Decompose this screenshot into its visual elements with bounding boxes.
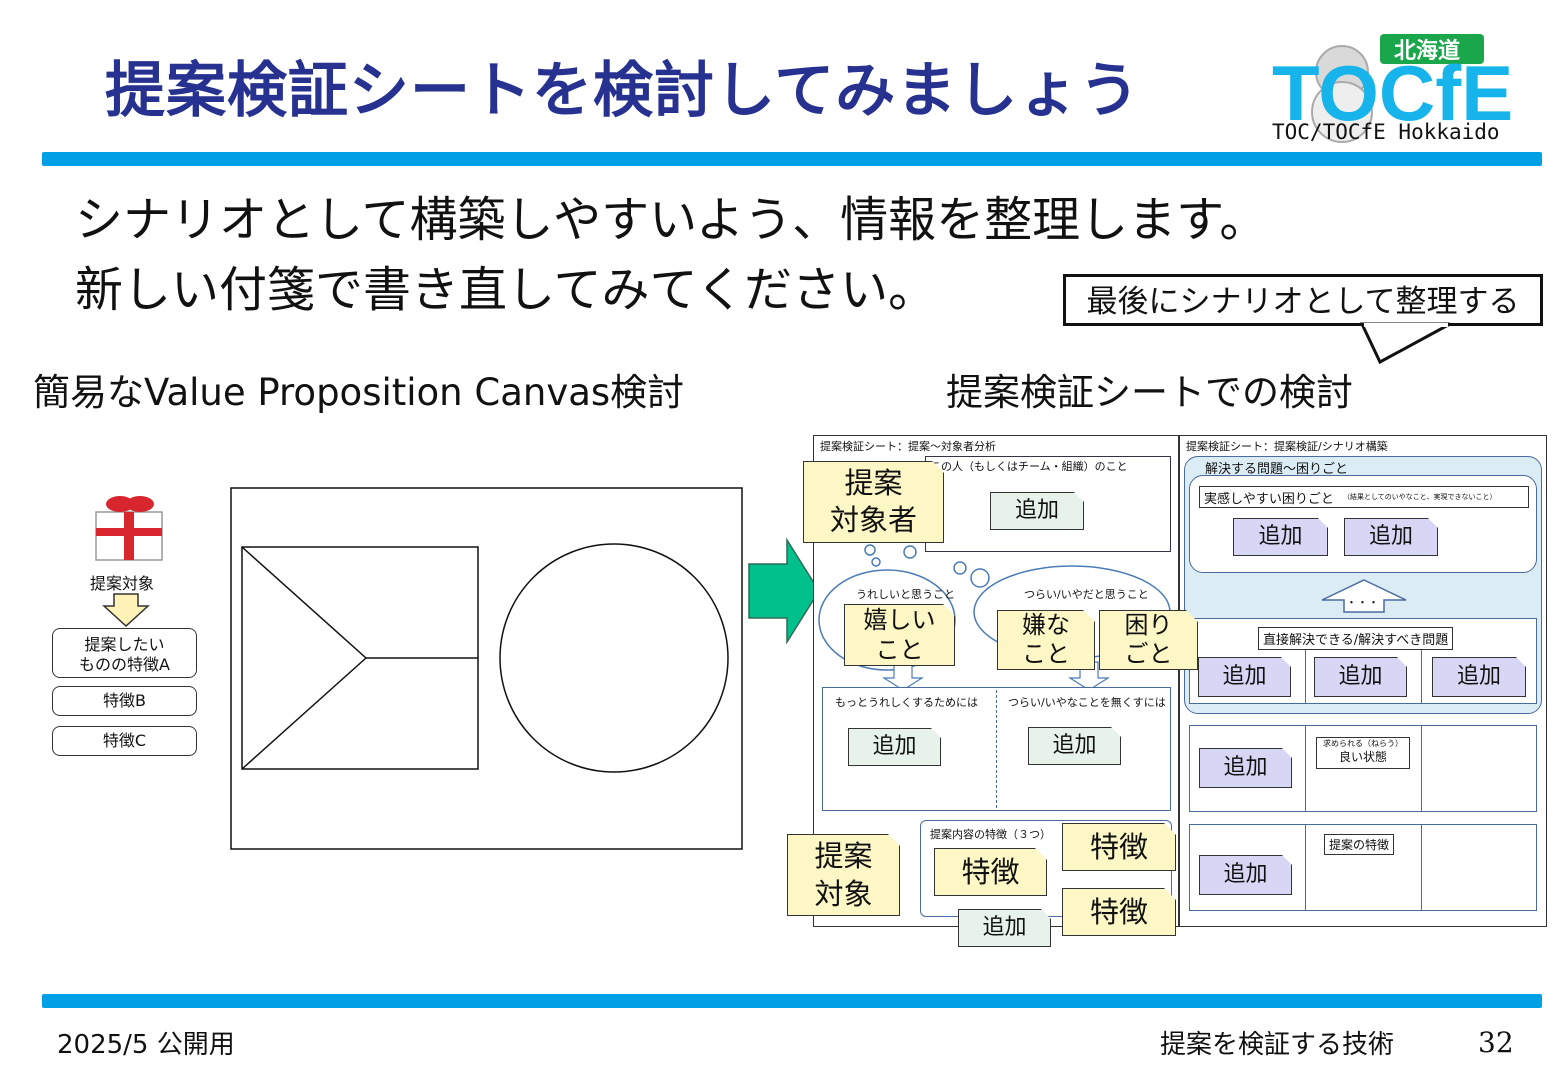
problem-area-label: 解決する問題～困りごと [1205,462,1349,477]
sticky-trouble[interactable]: 困り ごと [1099,610,1198,670]
page-number: 32 [1478,1026,1514,1059]
proposal-feature-divider-1 [1305,824,1306,911]
left-heading: 簡易なValue Proposition Canvas検討 [33,371,685,414]
pain-label: つらい/いやだと思うこと [1024,588,1149,601]
sticky-target-person[interactable]: 提案 対象者 [803,461,944,543]
right-heading: 提案検証シートでの検討 [946,371,1353,414]
feature-a-pill: 提案したい ものの特徴A [52,628,197,678]
right-arrow-icon [748,538,820,644]
proposal-features-label: 提案の特徴 [1324,834,1395,855]
good-state-divider-1 [1305,725,1306,812]
add-sticky-direct-3[interactable]: 追加 [1432,657,1526,697]
sheet-left-header: 提案検証シート：提案～対象者分析 [820,440,996,453]
up-arrow-icon [1321,579,1407,613]
joy-label: うれしいと思うこと [856,588,955,601]
real-trouble-note: （結果としてのいやなこと、実現できないこと） [1343,493,1497,501]
person-box-label: この人（もしくはチーム・組織）のこと [930,460,1128,473]
footer-date: 2025/5 公開用 [57,1030,235,1060]
add-sticky-good-state[interactable]: 追加 [1199,748,1292,788]
more-joy-label: もっとうれしくするためには [835,696,978,709]
logo: TOCfE 北海道 [1262,20,1542,150]
gift-label: 提案対象 [90,574,155,593]
good-state-text: 良い状態 [1338,750,1387,764]
real-trouble-label: 実感しやすい困りごと [1204,492,1334,507]
value-proposition-canvas [230,487,743,850]
logo-graphic: TOCfE 北海道 [1272,34,1513,143]
sticky-dislike[interactable]: 嫌な こと [997,610,1095,670]
add-sticky-proposal[interactable]: 追加 [1199,855,1292,895]
logo-tag: 北海道 [1394,38,1460,64]
sticky-target[interactable]: 提案 対象 [787,834,900,916]
add-sticky-direct-1[interactable]: 追加 [1198,657,1291,697]
good-state-row [1189,725,1537,812]
gift-icon [95,496,163,561]
direct-problem-divider-1 [1305,646,1306,704]
proposal-feature-row [1189,824,1537,911]
gain-box-divider [996,690,997,808]
direct-problem-divider-2 [1421,646,1422,704]
top-divider [42,152,1542,166]
callout-box: 最後にシナリオとして整理する [1063,274,1543,326]
sticky-happy[interactable]: 嬉しい こと [844,604,955,666]
callout-tail [1360,322,1451,365]
add-sticky-trouble-2[interactable]: 追加 [1344,518,1438,556]
sheet-right-header: 提案検証シート：提案検証/シナリオ構築 [1186,440,1388,453]
logo-caption: TOC/TOCfE Hokkaido [1272,120,1500,144]
add-sticky-direct-2[interactable]: 追加 [1314,657,1407,697]
footer-title: 提案を検証する技術 [1160,1030,1395,1060]
direct-solve-label: 直接解決できる/解決すべき問題 [1258,627,1454,650]
slide-title: 提案検証シートを検討してみましょう [105,56,1141,126]
person-box [925,456,1171,552]
add-sticky-feature[interactable]: 追加 [958,909,1051,947]
add-sticky-person[interactable]: 追加 [990,492,1084,530]
bottom-divider [42,994,1542,1008]
add-sticky-pain[interactable]: 追加 [1028,727,1121,765]
remove-pain-label: つらい/いやなことを無くすには [1008,696,1166,709]
sticky-feature-2[interactable]: 特徴 [934,848,1047,896]
add-sticky-trouble-1[interactable]: 追加 [1233,518,1328,556]
features-box-label: 提案内容の特徴（３つ） [930,828,1051,841]
good-state-note: 求められる（ねらう） [1323,739,1403,748]
feature-b-pill: 特徴B [52,686,197,716]
feature-c-pill: 特徴C [52,726,197,756]
body-line-2: 新しい付箋で書き直してみてください。 [75,262,937,318]
down-arrow-icon [102,593,150,628]
proposal-feature-divider-2 [1421,824,1422,911]
logo-text: TOCfE [1272,49,1513,137]
add-sticky-joy[interactable]: 追加 [848,728,941,766]
dots-label: ・・・ [1346,596,1379,609]
sticky-feature-3[interactable]: 特徴 [1062,888,1176,936]
real-trouble-label-box [1199,486,1529,508]
sticky-feature-1[interactable]: 特徴 [1062,823,1176,871]
good-state-divider-2 [1421,725,1422,812]
body-line-1: シナリオとして構築しやすいよう、情報を整理します。 [75,192,1268,248]
good-state-label-box: 求められる（ねらう） 良い状態 [1316,737,1410,769]
